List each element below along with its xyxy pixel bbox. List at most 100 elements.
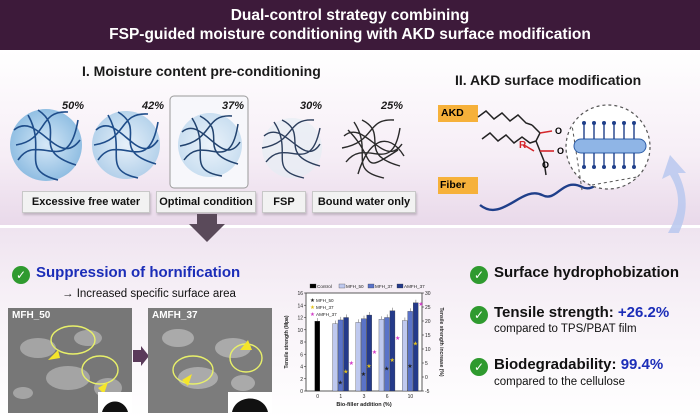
moisture-42-percent: 42% bbox=[142, 100, 165, 112]
moisture-50-percent: 50% bbox=[62, 100, 85, 112]
y-tick-label: 8 bbox=[300, 340, 303, 346]
akd-label-box bbox=[438, 105, 478, 122]
moisture-37-percent: 37% bbox=[222, 100, 245, 112]
tensile-strength-text: Tensile strength: bbox=[494, 304, 614, 321]
tensile-strength-subtitle: compared to TPS/PBAT film bbox=[494, 323, 637, 335]
y-tick-label: 2 bbox=[300, 377, 303, 383]
y2-tick-label: 0 bbox=[425, 375, 428, 381]
legend-label: MFH_37 bbox=[375, 284, 393, 289]
bar-amfh37-3 bbox=[366, 314, 372, 392]
y2-tick-label: 25 bbox=[425, 305, 431, 311]
y2-tick-label: 20 bbox=[425, 319, 431, 325]
y-axis-label: Tensile strength (Mpa) bbox=[284, 315, 290, 368]
biodegradability-subtitle: compared to the cellulose bbox=[494, 376, 626, 388]
y-tick-label: 10 bbox=[297, 328, 303, 334]
legend-label: AMFH_37 bbox=[404, 284, 425, 289]
x-tick-label: 0 bbox=[316, 394, 319, 400]
biodegradability-value: 99.4% bbox=[620, 356, 664, 373]
akd-chain-1 bbox=[477, 110, 533, 126]
increase-marker-amfh37: ★ bbox=[395, 335, 400, 342]
inner-legend-label: MFH_37 bbox=[316, 305, 334, 310]
label-fsp: FSP bbox=[262, 191, 306, 213]
bar-amfh37-6 bbox=[389, 310, 396, 392]
fiber-rod bbox=[573, 138, 647, 154]
biodegradability-text: Biodegradability: bbox=[494, 356, 617, 373]
bar-amfh37-1 bbox=[343, 317, 349, 392]
section-1-title: I. Moisture content pre-conditioning bbox=[82, 63, 321, 79]
bar-mfh50-3 bbox=[355, 322, 361, 392]
bar-mfh37-1 bbox=[337, 319, 344, 392]
increase-marker-mfh37: ★ bbox=[390, 357, 395, 364]
akd-core bbox=[531, 124, 547, 176]
increase-marker-mfh50: ★ bbox=[407, 363, 412, 370]
check-icon-hydrophobization: ✓ bbox=[470, 266, 488, 284]
y-tick-label: 4 bbox=[300, 365, 303, 371]
legend-swatch bbox=[367, 283, 375, 289]
y-tick-label: 14 bbox=[297, 303, 303, 309]
bar-mfh50-10 bbox=[402, 320, 408, 392]
fiber-network-illustrations bbox=[10, 95, 405, 189]
y2-tick-label: 5 bbox=[425, 361, 428, 367]
akd-modification-diagram bbox=[438, 104, 686, 233]
y2-tick-label: 10 bbox=[425, 347, 431, 353]
increase-marker-mfh50: ★ bbox=[361, 371, 366, 378]
label-optimal-condition: Optimal condition bbox=[156, 191, 256, 213]
akd-chain-2 bbox=[481, 132, 537, 144]
akd-label: AKD bbox=[441, 107, 464, 119]
moisture-30-percent: 30% bbox=[300, 100, 323, 112]
bar-mfh37-10 bbox=[407, 311, 413, 392]
increase-marker-mfh50: ★ bbox=[338, 380, 343, 387]
increase-marker-mfh37: ★ bbox=[413, 340, 418, 347]
sem-image-mfh50 bbox=[8, 308, 132, 413]
tensile-strength-label: Tensile strength: +26.2% bbox=[494, 304, 669, 321]
bar-amfh37-10 bbox=[412, 302, 419, 392]
sem-label-mfh50: MFH_50 bbox=[12, 310, 51, 321]
sem-image-amfh37 bbox=[148, 308, 272, 413]
inner-legend-marker: ★ bbox=[310, 312, 315, 318]
inner-legend-label: MFH_50 bbox=[316, 298, 334, 303]
y-tick-label: 16 bbox=[297, 291, 303, 297]
x-axis-label: Bio-filler addition (%) bbox=[336, 402, 391, 408]
x-tick-label: 6 bbox=[386, 394, 389, 400]
title-banner: Dual-control strategy combining FSP-guid… bbox=[0, 0, 700, 50]
label-excessive-free-water: Excessive free water bbox=[22, 191, 150, 213]
moisture-25-percent: 25% bbox=[381, 100, 404, 112]
increase-marker-amfh37: ★ bbox=[372, 349, 377, 356]
fiber-network-37 bbox=[169, 95, 249, 189]
y2-tick-label: 15 bbox=[425, 333, 431, 339]
fiber-network-42 bbox=[92, 111, 160, 179]
tensile-strength-value: +26.2% bbox=[617, 304, 670, 321]
increase-marker-mfh37: ★ bbox=[343, 368, 348, 375]
y-tick-label: 6 bbox=[300, 352, 303, 358]
y2-tick-label: 30 bbox=[425, 291, 431, 297]
x-tick-label: 3 bbox=[363, 394, 366, 400]
hydrophobization-title: Surface hydrophobization bbox=[494, 264, 680, 281]
bar-control-0 bbox=[314, 321, 320, 392]
x-tick-label: 1 bbox=[339, 394, 342, 400]
y-tick-label: 0 bbox=[300, 389, 303, 395]
x-tick-label: 10 bbox=[408, 394, 414, 400]
oxygen-label-3: O bbox=[542, 160, 550, 170]
inner-legend-label: AMFH_37 bbox=[316, 312, 337, 317]
increase-marker-amfh37: ★ bbox=[349, 360, 354, 367]
legend-swatch bbox=[338, 283, 346, 289]
title-line-1: Dual-control strategy combining bbox=[230, 7, 470, 24]
legend-swatch bbox=[309, 283, 317, 289]
bar-mfh37-3 bbox=[361, 318, 367, 392]
biodegradability-label: Biodegradability: 99.4% bbox=[494, 356, 663, 373]
oxygen-label-1: O bbox=[555, 126, 563, 136]
bar-mfh50-6 bbox=[378, 319, 385, 392]
fiber-network-25 bbox=[341, 119, 405, 179]
fiber-label: Fiber bbox=[440, 179, 466, 191]
fiber-network-50 bbox=[10, 109, 82, 181]
bar-mfh50-1 bbox=[332, 323, 338, 392]
inner-legend-marker: ★ bbox=[310, 305, 315, 311]
legend-swatch bbox=[396, 283, 404, 289]
right-arrow-icon bbox=[133, 346, 149, 366]
section-2-title: II. AKD surface modification bbox=[455, 72, 642, 88]
inner-legend-marker: ★ bbox=[310, 298, 315, 304]
fiber-label-box bbox=[438, 177, 478, 194]
down-arrow-icon bbox=[189, 214, 225, 242]
legend-label: Control bbox=[317, 284, 332, 289]
